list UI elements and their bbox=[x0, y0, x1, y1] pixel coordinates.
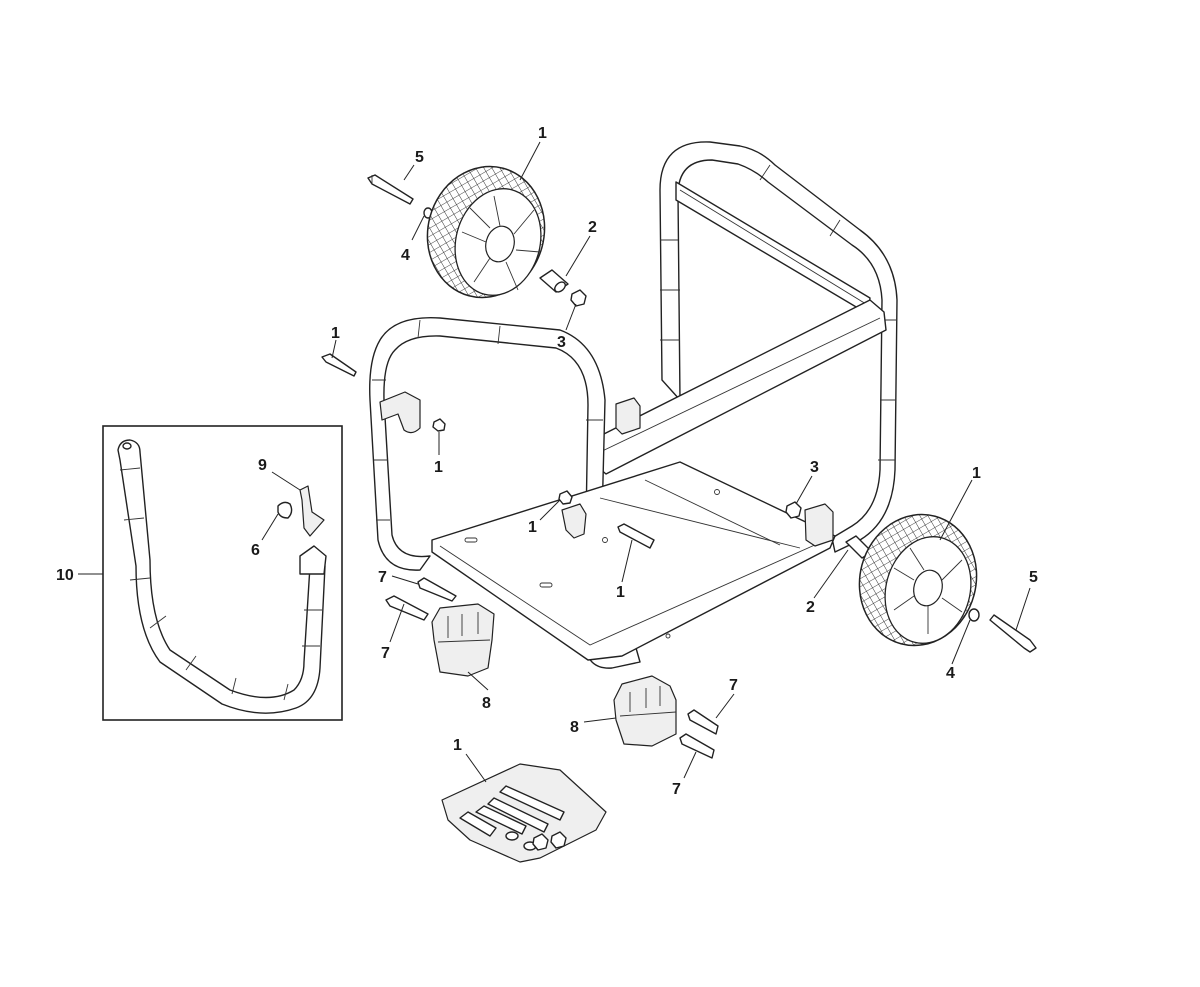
front-frame-tube bbox=[369, 316, 641, 669]
callout-foot-left: 8 bbox=[482, 695, 491, 712]
callout-spacer-top: 2 bbox=[588, 219, 597, 236]
callout-bolt-7-d: 7 bbox=[672, 781, 681, 798]
washer-right bbox=[968, 608, 980, 622]
nut-top bbox=[570, 289, 587, 307]
bolt-top bbox=[367, 174, 414, 205]
pin-center bbox=[617, 523, 655, 549]
callout-nut-left: 1 bbox=[434, 459, 443, 476]
callout-handle-assembly: 10 bbox=[56, 567, 74, 584]
hardware-kit-contents bbox=[459, 785, 567, 851]
callout-bolt-7-c: 7 bbox=[729, 677, 738, 694]
callout-pin-center: 1 bbox=[616, 584, 625, 601]
center-bracket bbox=[561, 503, 587, 539]
top-rail bbox=[591, 299, 887, 475]
callout-nut-top: 3 bbox=[557, 334, 566, 351]
foot-right bbox=[613, 675, 677, 747]
callout-wheel-top: 1 bbox=[538, 125, 547, 142]
callout-bolt-7-a: 7 bbox=[378, 569, 387, 586]
handle-bracket-left bbox=[379, 391, 421, 434]
callout-bolt-top: 5 bbox=[415, 149, 424, 166]
hardware bbox=[321, 174, 1037, 759]
bolt-7-c bbox=[687, 709, 719, 735]
callout-bolt-left: 1 bbox=[331, 325, 340, 342]
callout-washer-top: 4 bbox=[401, 247, 410, 264]
wheel-right bbox=[858, 513, 978, 647]
latch bbox=[299, 485, 325, 537]
bolt-7-b bbox=[385, 595, 429, 621]
callout-latch: 9 bbox=[258, 457, 267, 474]
foot-left bbox=[431, 603, 495, 677]
callout-spacer-right: 2 bbox=[806, 599, 815, 616]
callout-nut-right: 3 bbox=[810, 459, 819, 476]
axle-bracket-right bbox=[804, 503, 834, 547]
bolt-right bbox=[989, 614, 1037, 653]
handle-assembly bbox=[117, 439, 326, 714]
base-plate bbox=[431, 461, 836, 661]
nut-center bbox=[558, 490, 573, 505]
callout-bolt-right: 5 bbox=[1029, 569, 1038, 586]
callout-washer-right: 4 bbox=[946, 665, 955, 682]
callout-nut-center: 1 bbox=[528, 519, 537, 536]
callout-knob: 6 bbox=[251, 542, 260, 559]
nut-left bbox=[432, 418, 446, 432]
callout-hardware-kit: 1 bbox=[453, 737, 462, 754]
rear-crossbar bbox=[675, 181, 871, 315]
callout-labels: 1 5 4 2 3 1 1 9 6 10 1 3 1 1 5 2 4 7 7 8… bbox=[56, 125, 1038, 798]
frame bbox=[369, 141, 898, 669]
bolt-7-d bbox=[679, 733, 715, 759]
bolt-left bbox=[321, 353, 357, 377]
bolt-7-a bbox=[417, 577, 457, 602]
leader-lines bbox=[78, 141, 1031, 783]
nut-right bbox=[785, 501, 802, 519]
callout-foot-right: 8 bbox=[570, 719, 579, 736]
callout-bolt-7-b: 7 bbox=[381, 645, 390, 662]
handle-bracket-rear bbox=[615, 397, 641, 435]
wheel-top bbox=[426, 165, 546, 299]
inset-handle-box bbox=[102, 425, 343, 721]
callout-wheel-right: 1 bbox=[972, 465, 981, 482]
knob bbox=[277, 501, 293, 519]
